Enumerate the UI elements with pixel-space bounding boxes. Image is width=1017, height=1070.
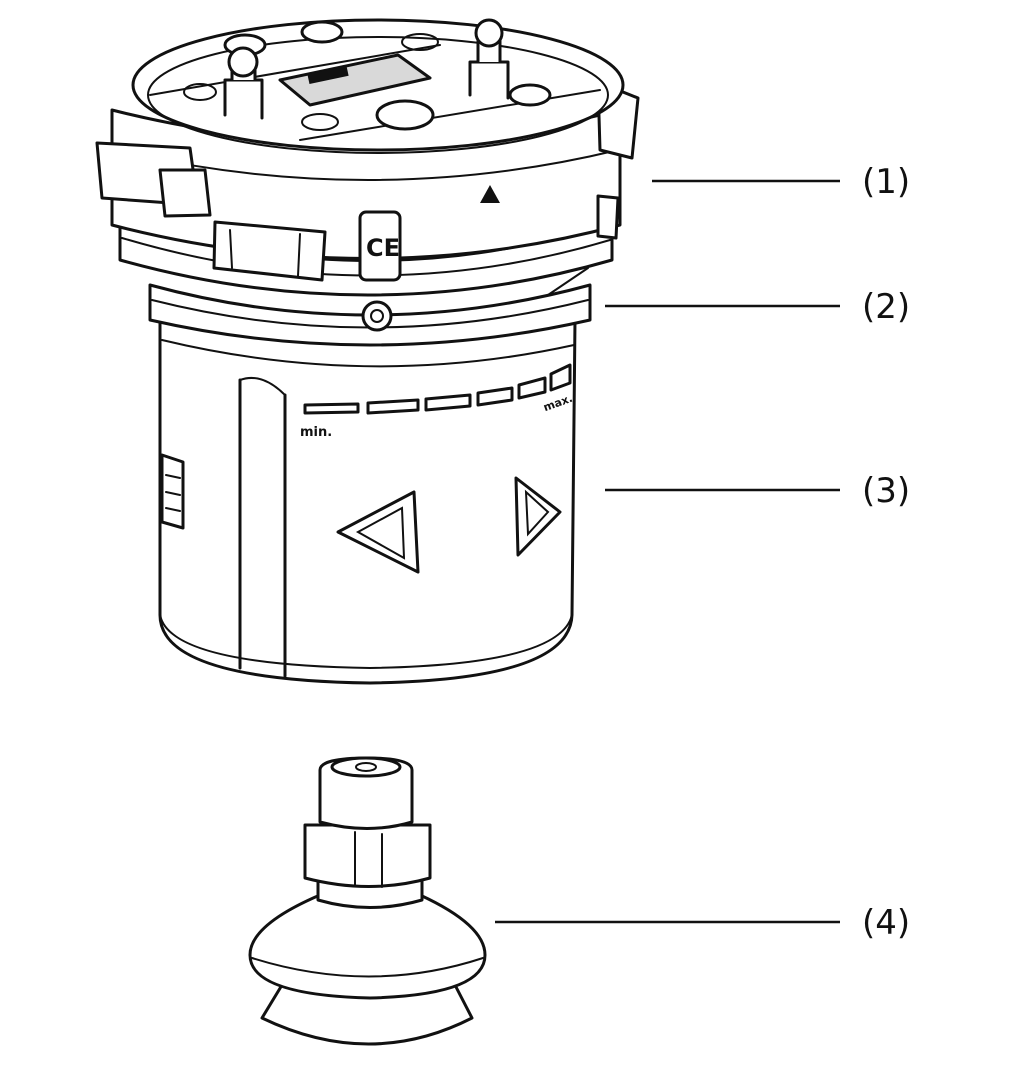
- callout-4: (4): [495, 903, 910, 943]
- callout-label: (3): [862, 471, 910, 511]
- warning-triangle-icon: [480, 185, 500, 203]
- callout-label: (2): [862, 287, 910, 327]
- callout-2: (2): [605, 287, 910, 327]
- right-arrow-icon: [514, 476, 562, 557]
- left-arrow-icon: [336, 490, 420, 574]
- ce-mark-text: CE: [366, 234, 400, 262]
- suction-cup: [248, 756, 487, 1046]
- callout-label: (1): [862, 162, 910, 202]
- callout-3: (3): [605, 471, 910, 511]
- main-unit: min. max.: [95, 18, 640, 685]
- ce-mark-icon: CE: [358, 210, 402, 282]
- callout-1: (1): [652, 162, 910, 202]
- callout-label: (4): [862, 903, 910, 943]
- ring-joint: [148, 267, 592, 347]
- cylinder-body: min. max.: [158, 318, 577, 685]
- scale-min-label: min.: [300, 425, 332, 440]
- top-housing: CE: [95, 18, 640, 297]
